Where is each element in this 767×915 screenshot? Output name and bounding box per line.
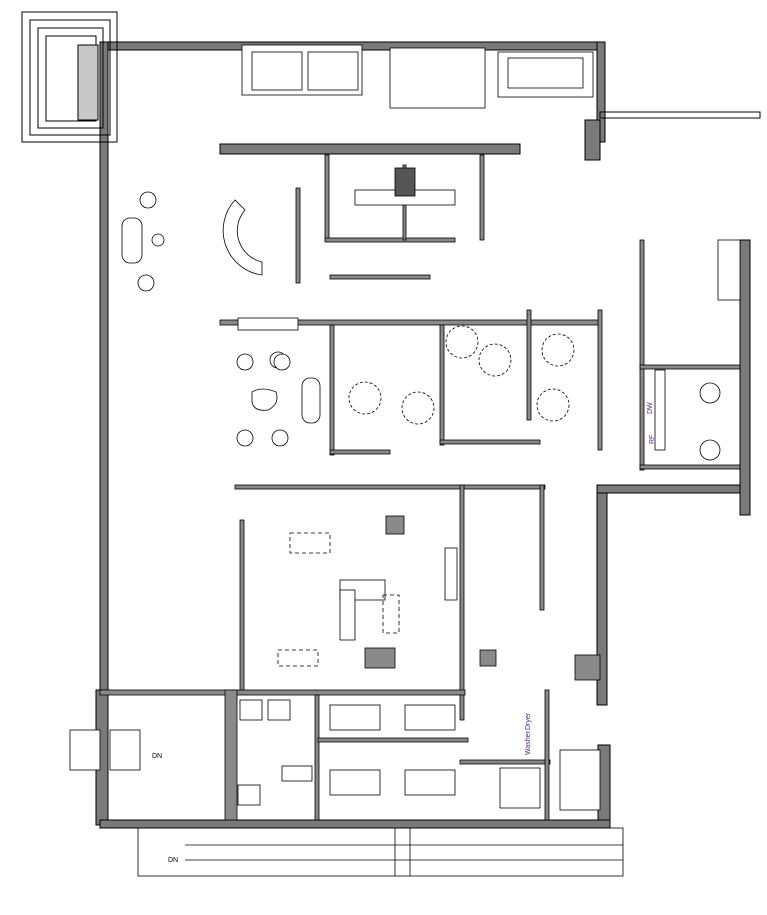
window-frames xyxy=(21,11,761,143)
text-labels: DN DN RF DW Dryer Washer xyxy=(152,402,656,864)
washer-label: Washer xyxy=(525,730,532,755)
refrigerator-label: RF xyxy=(649,435,656,444)
stair-down-label-south: DN xyxy=(168,857,178,864)
furniture xyxy=(69,167,741,811)
interior-walls xyxy=(99,44,741,821)
dryer-label: Dryer xyxy=(525,712,532,730)
dishwasher-label: DW xyxy=(647,402,654,414)
site-outline xyxy=(137,827,624,877)
stair-down-label-west: DN xyxy=(152,753,162,760)
fixtures-accessible xyxy=(348,325,575,425)
